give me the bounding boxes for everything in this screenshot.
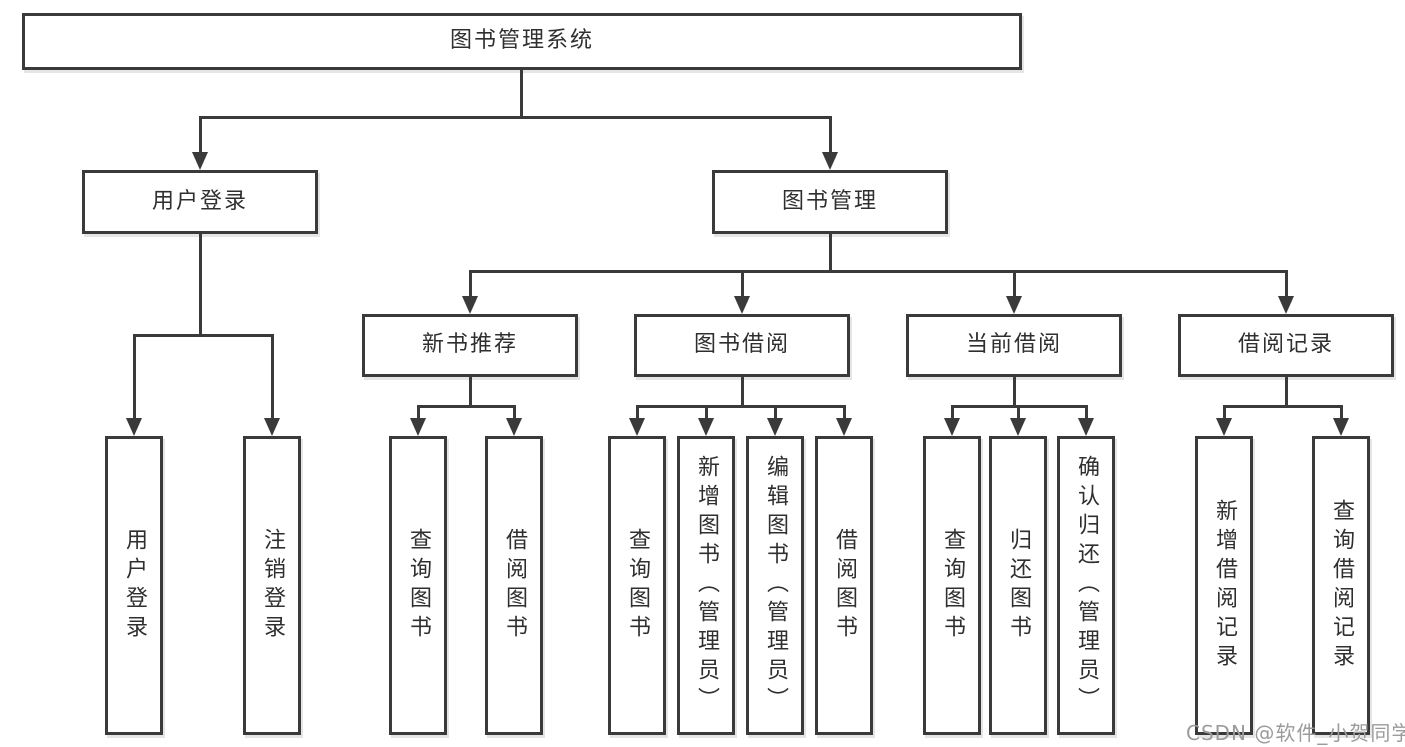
node-label: 新书推荐 <box>421 332 518 358</box>
node-label: 借阅记录 <box>1237 332 1334 358</box>
connector <box>635 405 639 419</box>
leaf-logout: 注销登录 <box>243 436 301 735</box>
connector <box>1012 377 1016 406</box>
node-label: 图书借阅 <box>693 332 790 358</box>
connector <box>828 234 832 271</box>
node-label: 注销登录 <box>260 527 285 644</box>
arrow-down-icon <box>506 418 522 436</box>
arrow-down-icon <box>192 152 208 170</box>
connector <box>270 334 274 419</box>
arrow-down-icon <box>822 152 838 170</box>
node-label: 借阅图书 <box>832 527 857 644</box>
node-new-book-recommend: 新书推荐 <box>362 314 578 377</box>
connector <box>828 116 832 153</box>
leaf-query-book-current: 查询图书 <box>923 436 981 735</box>
connector <box>416 405 420 419</box>
node-book-borrow: 图书借阅 <box>634 314 850 377</box>
node-label: 图书管理系统 <box>449 28 594 54</box>
connector <box>198 115 832 119</box>
arrow-down-icon <box>629 418 645 436</box>
leaf-query-book-recommend: 查询图书 <box>389 436 447 735</box>
connector <box>635 405 846 408</box>
node-label: 当前借阅 <box>965 332 1062 358</box>
arrow-down-icon <box>734 296 750 314</box>
leaf-query-borrow-record: 查询借阅记录 <box>1312 436 1370 735</box>
leaf-borrow-book-recommend: 借阅图书 <box>485 436 543 735</box>
node-label: 用户登录 <box>122 527 147 644</box>
node-label: 确认归还（管理员） <box>1074 455 1099 716</box>
node-label: 新增借阅记录 <box>1212 498 1237 673</box>
leaf-return-book: 归还图书 <box>989 436 1047 735</box>
connector <box>468 270 472 297</box>
connector <box>519 69 523 117</box>
leaf-confirm-return-admin: 确认归还（管理员） <box>1057 436 1115 735</box>
connector <box>1012 270 1016 297</box>
node-label: 用户登录 <box>151 188 248 214</box>
connector <box>468 377 472 406</box>
connector <box>842 405 846 419</box>
node-label: 编辑图书（管理员） <box>763 455 788 716</box>
connector <box>1084 405 1088 419</box>
connector <box>1339 405 1343 419</box>
connector <box>740 270 744 297</box>
node-label: 查询借阅记录 <box>1329 498 1354 673</box>
arrow-down-icon <box>944 418 960 436</box>
connector <box>1016 405 1020 419</box>
connector <box>198 116 202 153</box>
arrow-down-icon <box>126 418 142 436</box>
node-label: 归还图书 <box>1006 527 1031 644</box>
node-user-login: 用户登录 <box>82 170 318 234</box>
arrow-down-icon <box>836 418 852 436</box>
node-book-management: 图书管理 <box>712 170 948 234</box>
connector <box>740 377 744 406</box>
arrow-down-icon <box>1278 296 1294 314</box>
arrow-down-icon <box>1006 296 1022 314</box>
arrow-down-icon <box>264 418 280 436</box>
leaf-add-book-admin: 新增图书（管理员） <box>677 436 735 735</box>
connector <box>1222 405 1226 419</box>
node-label: 新增图书（管理员） <box>694 455 719 716</box>
connector <box>1222 405 1343 408</box>
leaf-add-borrow-record: 新增借阅记录 <box>1195 436 1253 735</box>
connector <box>512 405 516 419</box>
connector <box>950 405 1088 408</box>
node-label: 查询图书 <box>406 527 431 644</box>
node-root-library-system: 图书管理系统 <box>22 13 1022 70</box>
csdn-watermark: CSDN @软件_小贺同学 <box>1186 721 1405 745</box>
connector <box>704 405 708 419</box>
arrow-down-icon <box>1078 418 1094 436</box>
connector <box>132 334 136 419</box>
leaf-borrow-book: 借阅图书 <box>815 436 873 735</box>
node-label: 查询图书 <box>625 527 650 644</box>
leaf-query-book-borrow: 查询图书 <box>608 436 666 735</box>
connector <box>468 269 1288 273</box>
arrow-down-icon <box>1333 418 1349 436</box>
node-label: 借阅图书 <box>502 527 527 644</box>
arrow-down-icon <box>410 418 426 436</box>
node-current-borrow: 当前借阅 <box>906 314 1122 377</box>
arrow-down-icon <box>1216 418 1232 436</box>
node-label: 图书管理 <box>781 188 878 214</box>
arrow-down-icon <box>698 418 714 436</box>
connector <box>132 333 274 337</box>
connector <box>1284 377 1288 406</box>
node-label: 查询图书 <box>940 527 965 644</box>
leaf-user-login: 用户登录 <box>105 436 163 735</box>
connector <box>198 234 202 335</box>
connector <box>773 405 777 419</box>
arrow-down-icon <box>767 418 783 436</box>
node-borrow-records: 借阅记录 <box>1178 314 1394 377</box>
connector <box>416 405 516 408</box>
connector <box>1284 270 1288 297</box>
leaf-edit-book-admin: 编辑图书（管理员） <box>746 436 804 735</box>
arrow-down-icon <box>1010 418 1026 436</box>
connector <box>950 405 954 419</box>
arrow-down-icon <box>462 296 478 314</box>
